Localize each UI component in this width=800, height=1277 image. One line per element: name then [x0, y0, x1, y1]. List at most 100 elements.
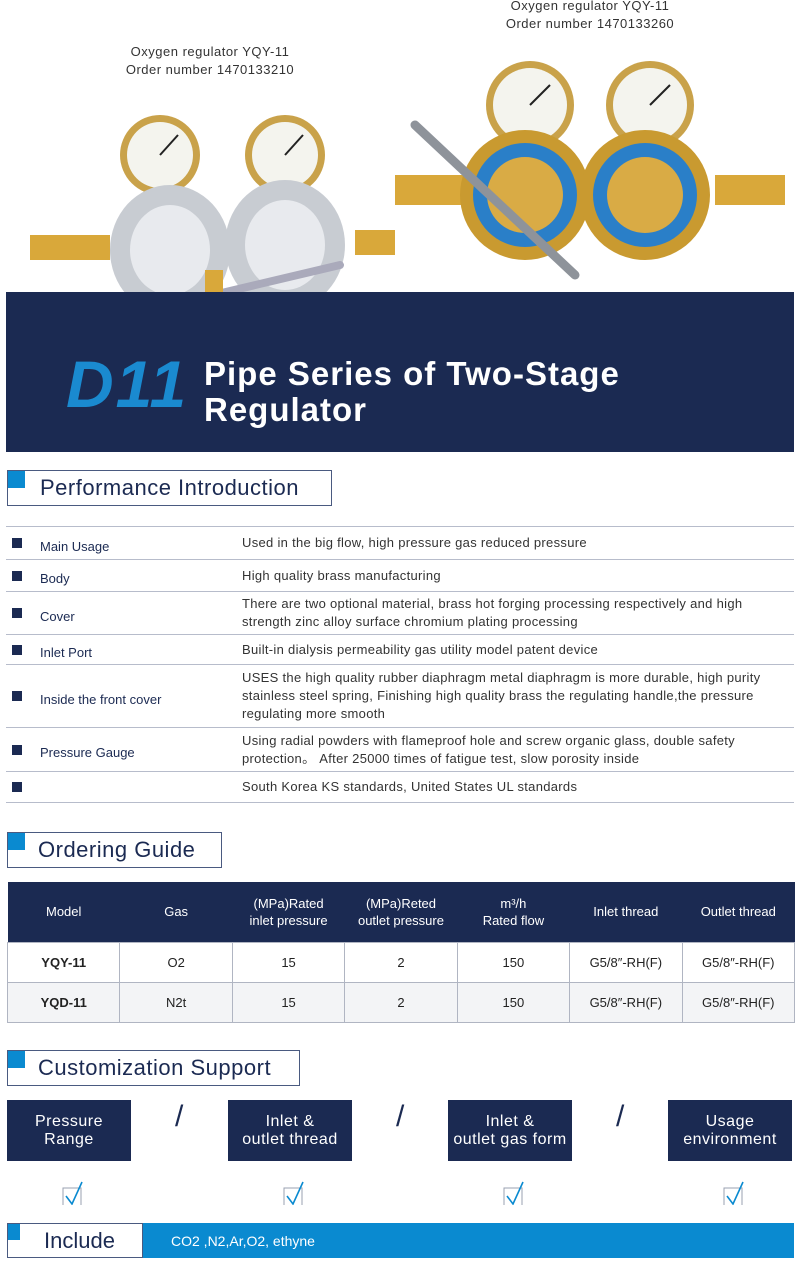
separator: / [175, 1100, 184, 1133]
checkbox-checked-icon [62, 1181, 83, 1205]
header-text: Outlet thread [700, 904, 776, 920]
section-title: Ordering Guide [38, 837, 196, 862]
option-text: Pressure [34, 1112, 104, 1130]
column-header: Gas [119, 882, 233, 942]
table-cell: 150 [456, 941, 571, 983]
row-label: Pressure Gauge [40, 745, 135, 760]
banner-title: Pipe Series of Two-Stage Regulator [204, 356, 620, 428]
table-cell: G5/8″-RH(F) [681, 941, 796, 983]
header-text: (MPa)Rated [253, 895, 324, 911]
accent-square [8, 471, 25, 488]
table-cell: G5/8″-RH(F) [569, 941, 683, 983]
brass-regulator-image [395, 61, 785, 280]
performance-row: Cover There are two optional material, b… [6, 592, 794, 635]
row-value: Built-in dialysis permeability gas utili… [242, 641, 599, 657]
customization-section-header: Customization Support [7, 1050, 300, 1086]
bullet-square [12, 744, 22, 755]
row-label: Cover [40, 608, 75, 624]
performance-row: Inside the front cover USES the high qua… [6, 665, 794, 728]
performance-row: Body High quality brass manufacturing [6, 560, 794, 592]
option-text: environment [683, 1130, 777, 1148]
checkbox-checked-icon [723, 1181, 744, 1205]
row-label: Inside the front cover [40, 691, 162, 707]
row-label: Body [40, 571, 70, 586]
option-text: Usage [705, 1112, 755, 1130]
bullet-square [12, 782, 22, 792]
option-text: Inlet & [485, 1112, 535, 1130]
bullet-square [12, 691, 22, 701]
table-cell: G5/8″-RH(F) [681, 981, 796, 1023]
section-title: Performance Introduction [40, 475, 300, 500]
bullet-square [12, 644, 22, 655]
header-text: Gas [164, 904, 189, 920]
row-label: Main Usage [40, 538, 110, 554]
order-number: Order number 1470133260 [505, 16, 675, 31]
header-text: Rated flow [482, 912, 545, 928]
divider [6, 526, 794, 527]
include-label: Include [44, 1228, 115, 1253]
table-cell: YQD-11 [6, 981, 121, 1023]
bullet-square [12, 608, 22, 618]
option-text: Inlet & [265, 1112, 315, 1130]
table-cell: 2 [344, 941, 458, 983]
table-cell: O2 [119, 941, 233, 983]
performance-row: Main Usage Used in the big flow, high pr… [6, 527, 794, 560]
bullet-square [12, 538, 22, 548]
row-value: Used in the big flow, high pressure gas … [242, 535, 587, 550]
title-banner [6, 292, 794, 452]
product-name: Oxygen regulator YQY-11 [510, 0, 670, 13]
row-value: High quality brass manufacturing [242, 567, 441, 583]
include-label-box: Include [7, 1223, 143, 1258]
product-caption-brass: Oxygen regulator YQY-11 Order number 147… [490, 0, 690, 33]
header-text: m³/h [500, 895, 527, 911]
customization-option: Inlet &outlet thread [228, 1100, 352, 1161]
row-label: Inlet Port [40, 645, 93, 660]
include-gases: CO2 ,N2,Ar,O2, ethyne [143, 1223, 794, 1258]
separator: / [396, 1100, 405, 1133]
performance-row: Pressure Gauge Using radial powders with… [6, 728, 794, 772]
banner-title-line: Regulator [204, 391, 368, 428]
table-cell: YQY-11 [6, 941, 121, 983]
row-label [22, 784, 242, 790]
accent-square [8, 1051, 25, 1068]
table-cell: 15 [231, 941, 346, 983]
series-code: D11 [66, 347, 189, 421]
separator: / [616, 1100, 625, 1133]
column-header: Inlet thread [569, 882, 683, 942]
table-cell: 150 [456, 981, 571, 1023]
table-cell: 15 [231, 981, 346, 1023]
table-cell: 2 [344, 981, 458, 1023]
header-text: inlet pressure [249, 912, 328, 928]
option-text: outlet gas form [453, 1130, 567, 1148]
column-header: Outlet thread [682, 882, 795, 942]
section-title: Customization Support [38, 1055, 272, 1080]
row-value: Using radial powders with flameproof hol… [242, 732, 735, 766]
accent-square [8, 833, 25, 850]
order-number: Order number 1470133210 [125, 62, 295, 77]
header-text: outlet pressure [357, 912, 444, 928]
bullet-square [12, 570, 22, 581]
header-text: Inlet thread [593, 904, 659, 920]
row-value: South Korea KS standards, United States … [242, 779, 578, 794]
banner-title-line: Pipe Series of Two-Stage [204, 355, 620, 392]
option-text: Range [44, 1130, 94, 1148]
table-cell: G5/8″-RH(F) [569, 981, 683, 1023]
header-text: (MPa)Reted [365, 895, 437, 911]
checkbox-checked-icon [283, 1181, 304, 1205]
product-name: Oxygen regulator YQY-11 [130, 44, 290, 59]
header-text: Model [46, 904, 82, 920]
table-cell: N2t [119, 981, 233, 1023]
chrome-regulator-image [30, 115, 395, 321]
customization-option: Inlet &outlet gas form [448, 1100, 572, 1161]
ordering-section-header: Ordering Guide [7, 832, 222, 868]
accent-square [8, 1224, 20, 1240]
product-caption-chrome: Oxygen regulator YQY-11 Order number 147… [110, 43, 310, 79]
checkbox-checked-icon [503, 1181, 524, 1205]
